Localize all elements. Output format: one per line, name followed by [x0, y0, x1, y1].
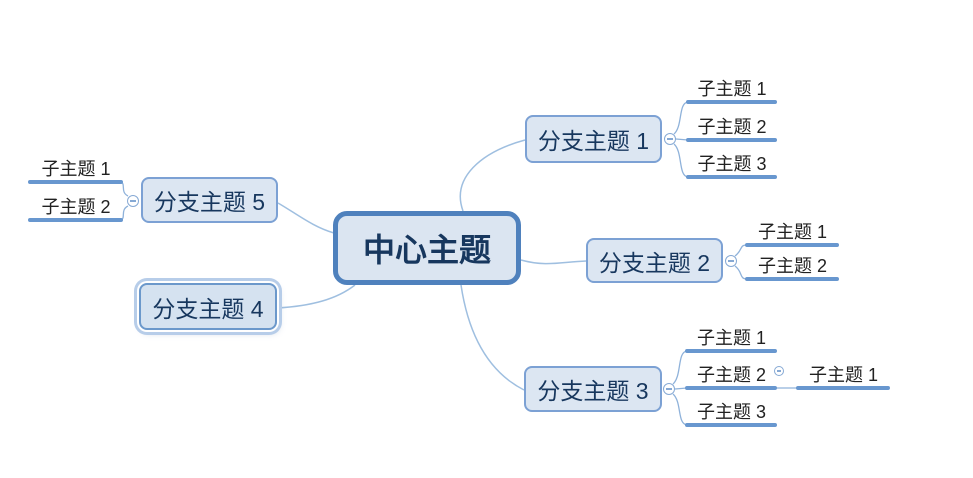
subtopic-b2-1[interactable]: 子主题 1 — [757, 222, 827, 242]
subtopic-b5-1[interactable]: 子主题 1 — [41, 159, 111, 179]
subtopic-b1-2[interactable]: 子主题 2 — [697, 117, 767, 137]
branch-topic-3[interactable]: 分支主题 3 — [524, 366, 662, 412]
collapse-minus-icon-branch-3[interactable] — [663, 383, 675, 395]
connector-b1-c1 — [673, 101, 689, 135]
connector-b3-c1 — [672, 350, 688, 385]
subtopic-b1-1[interactable]: 子主题 1 — [697, 79, 767, 99]
subtopic-b3-3[interactable]: 子主题 3 — [696, 402, 766, 422]
central-topic[interactable]: 中心主题 — [333, 211, 521, 285]
subtopic-b3-1[interactable]: 子主题 1 — [696, 328, 766, 348]
connector-central-branch2 — [520, 259, 587, 265]
connector-b3-c3 — [672, 393, 688, 426]
connector-central-branch5 — [277, 202, 335, 234]
subtopic-b5-2[interactable]: 子主题 2 — [41, 197, 111, 217]
subtopic-b2-2[interactable]: 子主题 2 — [757, 256, 827, 276]
connector-b2-c2 — [734, 265, 748, 280]
collapse-minus-icon-b3-subtopic-2[interactable] — [774, 366, 784, 376]
connector-central-branch3 — [460, 284, 525, 391]
connector-b5-c2 — [120, 205, 129, 221]
branch-topic-4[interactable]: 分支主题 4 — [139, 283, 277, 330]
connector-b3-c2 — [674, 387, 688, 390]
collapse-minus-icon-branch-5[interactable] — [127, 195, 139, 207]
collapse-minus-icon-branch-2[interactable] — [725, 255, 737, 267]
connector-b1-c3 — [673, 143, 689, 178]
branch-topic-1[interactable]: 分支主题 1 — [525, 115, 662, 163]
branch-topic-5[interactable]: 分支主题 5 — [141, 177, 278, 223]
subtopic-b1-3[interactable]: 子主题 3 — [697, 154, 767, 174]
connector-b5-c1 — [120, 181, 129, 197]
connector-b2-c1 — [734, 244, 748, 257]
subtopic-b3-2-child-1[interactable]: 子主题 1 — [808, 365, 878, 385]
connector-central-branch4 — [276, 284, 356, 309]
connector-central-branch1 — [459, 139, 526, 212]
connector-b1-c2 — [675, 138, 689, 141]
collapse-minus-icon-branch-1[interactable] — [664, 133, 676, 145]
subtopic-b3-2[interactable]: 子主题 2 — [696, 365, 766, 385]
branch-topic-2[interactable]: 分支主题 2 — [586, 238, 723, 283]
